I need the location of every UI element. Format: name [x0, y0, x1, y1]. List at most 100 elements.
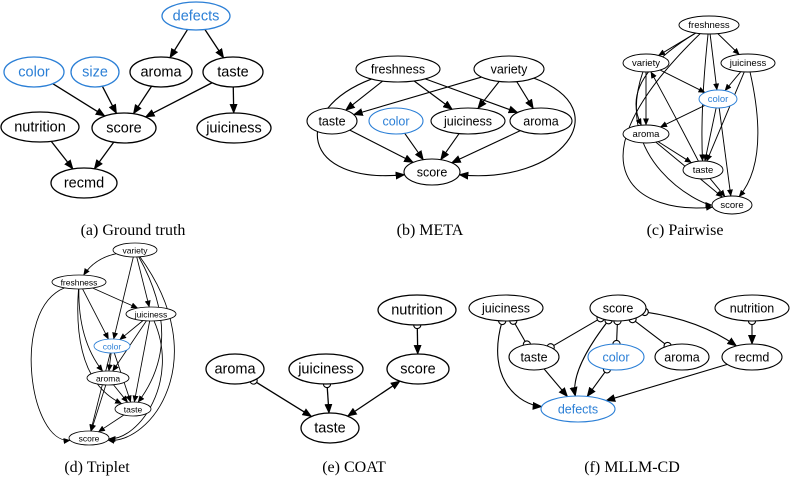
node-defects: defects	[161, 1, 231, 31]
node-label: nutrition	[14, 120, 66, 136]
node-label: juiciness	[297, 362, 354, 378]
node-ellipse	[50, 167, 118, 199]
node-label: nutrition	[730, 302, 775, 316]
node-ellipse	[288, 353, 364, 385]
edge-score-to-recmd	[93, 141, 115, 170]
node-taste: taste	[202, 56, 264, 88]
node-ellipse	[93, 338, 131, 354]
edge-juiciness-to-score	[738, 71, 759, 197]
edge-aroma-to-taste	[113, 384, 128, 403]
node-label: score	[106, 121, 141, 137]
node-aroma: aroma	[86, 370, 130, 386]
node-label: score	[400, 362, 435, 378]
edge-color-to-defects	[586, 365, 612, 398]
edge-taste-to-defects	[543, 368, 569, 398]
node-ellipse	[587, 343, 645, 371]
node-juiciness: juiciness	[430, 107, 506, 135]
node-label: color	[18, 65, 50, 81]
node-label: color	[382, 115, 409, 129]
node-ellipse	[622, 124, 670, 144]
edge-variety-to-color	[659, 69, 706, 93]
edge-color-to-score	[89, 352, 111, 432]
edge-variety-to-juiciness	[136, 256, 151, 308]
edge-taste-to-score	[144, 82, 213, 118]
edge-color-to-score	[52, 83, 106, 117]
node-label: freshness	[688, 20, 729, 31]
edge-defects-to-aroma	[169, 29, 189, 59]
node-taste: taste	[682, 160, 724, 180]
edge-aroma-to-score	[450, 130, 521, 164]
node-color: color	[93, 338, 131, 354]
node-score: score	[68, 430, 110, 446]
node-ellipse	[720, 53, 776, 73]
node-label: freshness	[61, 278, 98, 288]
node-ellipse	[698, 89, 738, 109]
edge-variety-to-score	[635, 71, 713, 208]
node-ellipse	[196, 112, 272, 144]
edge-nutrition-to-recmd	[50, 140, 74, 170]
node-label: variety	[632, 58, 660, 69]
node-label: score	[603, 302, 634, 316]
edge-taste-to-score	[349, 129, 415, 163]
edge-juiciness-to-taste	[706, 71, 745, 162]
node-nutrition: nutrition	[377, 294, 457, 326]
node-label: score	[79, 434, 100, 444]
edge-taste-to-score	[97, 414, 125, 433]
node-label: aroma	[96, 374, 120, 384]
edge-score-to-defects	[569, 316, 613, 398]
edge-juiciness-to-color	[724, 71, 742, 92]
node-ellipse	[51, 274, 107, 290]
node-taste: taste	[508, 343, 560, 371]
edge-aroma-to-score	[132, 85, 153, 115]
edge-freshness-to-taste	[344, 80, 383, 111]
node-recmd: recmd	[721, 343, 783, 371]
node-label: recmd	[735, 351, 770, 365]
node-aroma: aroma	[622, 124, 670, 144]
node-variety: variety	[622, 53, 670, 73]
node-ellipse	[711, 195, 753, 215]
edge-score-to-aroma	[628, 314, 672, 351]
node-variety: variety	[473, 55, 545, 83]
edge-taste-to-score	[346, 380, 401, 417]
edge-juiciness-to-color	[119, 320, 144, 341]
node-label: juiciness	[729, 58, 767, 69]
edge-variety-to-taste	[352, 76, 482, 116]
node-ellipse	[540, 395, 616, 423]
node-ellipse	[678, 15, 740, 35]
edge-juiciness-to-score	[108, 320, 163, 443]
node-ellipse	[86, 370, 130, 386]
node-freshness: freshness	[355, 55, 441, 83]
node-ellipse	[589, 294, 647, 322]
edge-freshness-to-taste	[77, 288, 123, 404]
node-label: aroma	[664, 351, 699, 365]
node-label: variety	[491, 63, 529, 77]
node-label: recmd	[64, 176, 104, 192]
node-label: taste	[124, 405, 143, 415]
node-ellipse	[3, 56, 65, 88]
node-ellipse	[368, 107, 424, 135]
node-juiciness: juiciness	[468, 294, 544, 322]
node-nutrition: nutrition	[714, 294, 790, 322]
node-score: score	[403, 158, 461, 186]
edge-color-to-aroma	[659, 105, 705, 128]
node-label: score	[417, 166, 448, 180]
edge-variety-to-score	[107, 256, 175, 444]
caption-e: (e) COAT	[322, 459, 386, 476]
node-label: color	[602, 351, 629, 365]
caption-f: (f) MLLM-CD	[584, 459, 680, 476]
edge-freshness-to-aroma	[635, 32, 696, 126]
node-label: taste	[520, 351, 547, 365]
node-recmd: recmd	[50, 167, 118, 199]
node-ellipse	[721, 343, 783, 371]
edge-freshness-to-aroma	[425, 78, 519, 114]
node-ellipse	[508, 343, 560, 371]
edge-juiciness-to-taste	[132, 320, 151, 403]
node-juiciness: juiciness	[125, 306, 177, 322]
node-ellipse	[509, 107, 573, 135]
